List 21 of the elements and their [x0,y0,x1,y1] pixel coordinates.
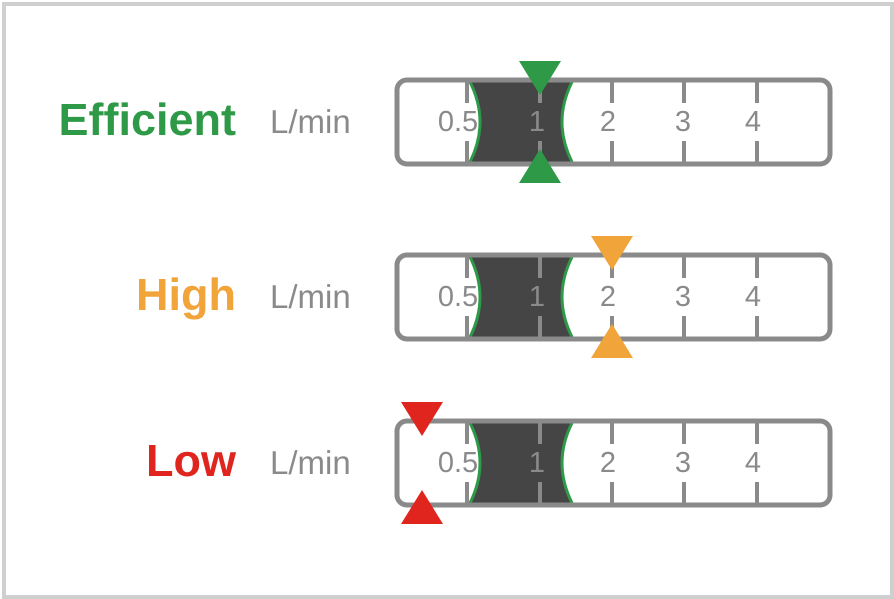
level-label: Efficient [57,94,236,146]
scale-value: 0.5 [438,280,478,314]
scale-value: 4 [744,446,762,480]
scale-value: 2 [600,446,616,480]
level-label: High [135,269,236,321]
unit-label: L/min [270,277,351,317]
unit-label: L/min [270,102,351,142]
scale-value: 4 [744,280,762,314]
scale-value: 3 [674,280,692,314]
scale-value: 1 [528,446,546,480]
unit-label: L/min [270,443,351,483]
scale-value: 1 [528,105,546,139]
scale-value: 3 [674,105,692,139]
scale-value: 0.5 [438,446,478,480]
scale-value: 3 [674,446,692,480]
level-label: Low [145,435,236,487]
scale-value: 1 [528,280,546,314]
scale-value: 0.5 [438,105,478,139]
scale-value: 4 [744,105,762,139]
scale-value: 2 [600,105,616,139]
scale-value: 2 [600,280,616,314]
